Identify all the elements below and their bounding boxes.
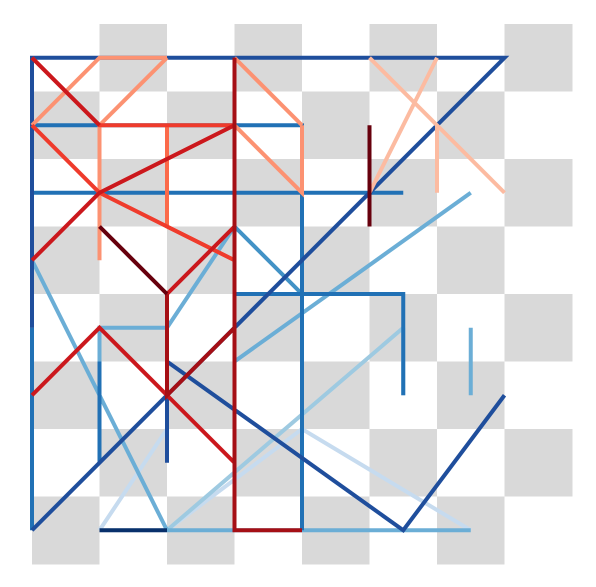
blue-dark-line [30,55,510,532]
blue-pale-line [165,326,405,532]
board-tile [437,226,505,295]
board-tile [504,294,573,362]
board-tile [437,91,505,160]
board-tile [504,226,573,295]
board-tile [504,429,573,497]
maroon-line [98,225,169,296]
board-tile [167,361,235,430]
board-tile [437,159,505,227]
salmon-light-line [233,56,304,127]
board-tile [504,361,573,430]
board-tile [369,226,438,295]
board-tile [32,429,100,497]
red-line [30,123,236,262]
board-tile [504,496,573,565]
red-line [30,324,236,465]
red-line [30,56,101,127]
board-tile [504,159,573,227]
board-tile [504,91,573,160]
board-tile [369,429,438,497]
red-line [165,225,236,296]
red-dark-line [165,294,236,401]
colored-line-paths [30,55,510,534]
blue-dark-line [165,359,507,534]
board-tile [167,294,235,362]
blue-line [234,292,406,396]
peach-line [367,56,439,194]
board-tile [504,24,573,92]
board-tile [302,226,370,295]
board-tile [234,294,303,362]
board-tile [302,361,370,430]
board-tile [32,496,100,565]
salmon-light-line [30,55,167,127]
salmon-light-line [98,56,169,127]
board-tile [302,91,370,160]
red-dark-line [232,57,302,533]
blue-faint-line [97,427,169,532]
